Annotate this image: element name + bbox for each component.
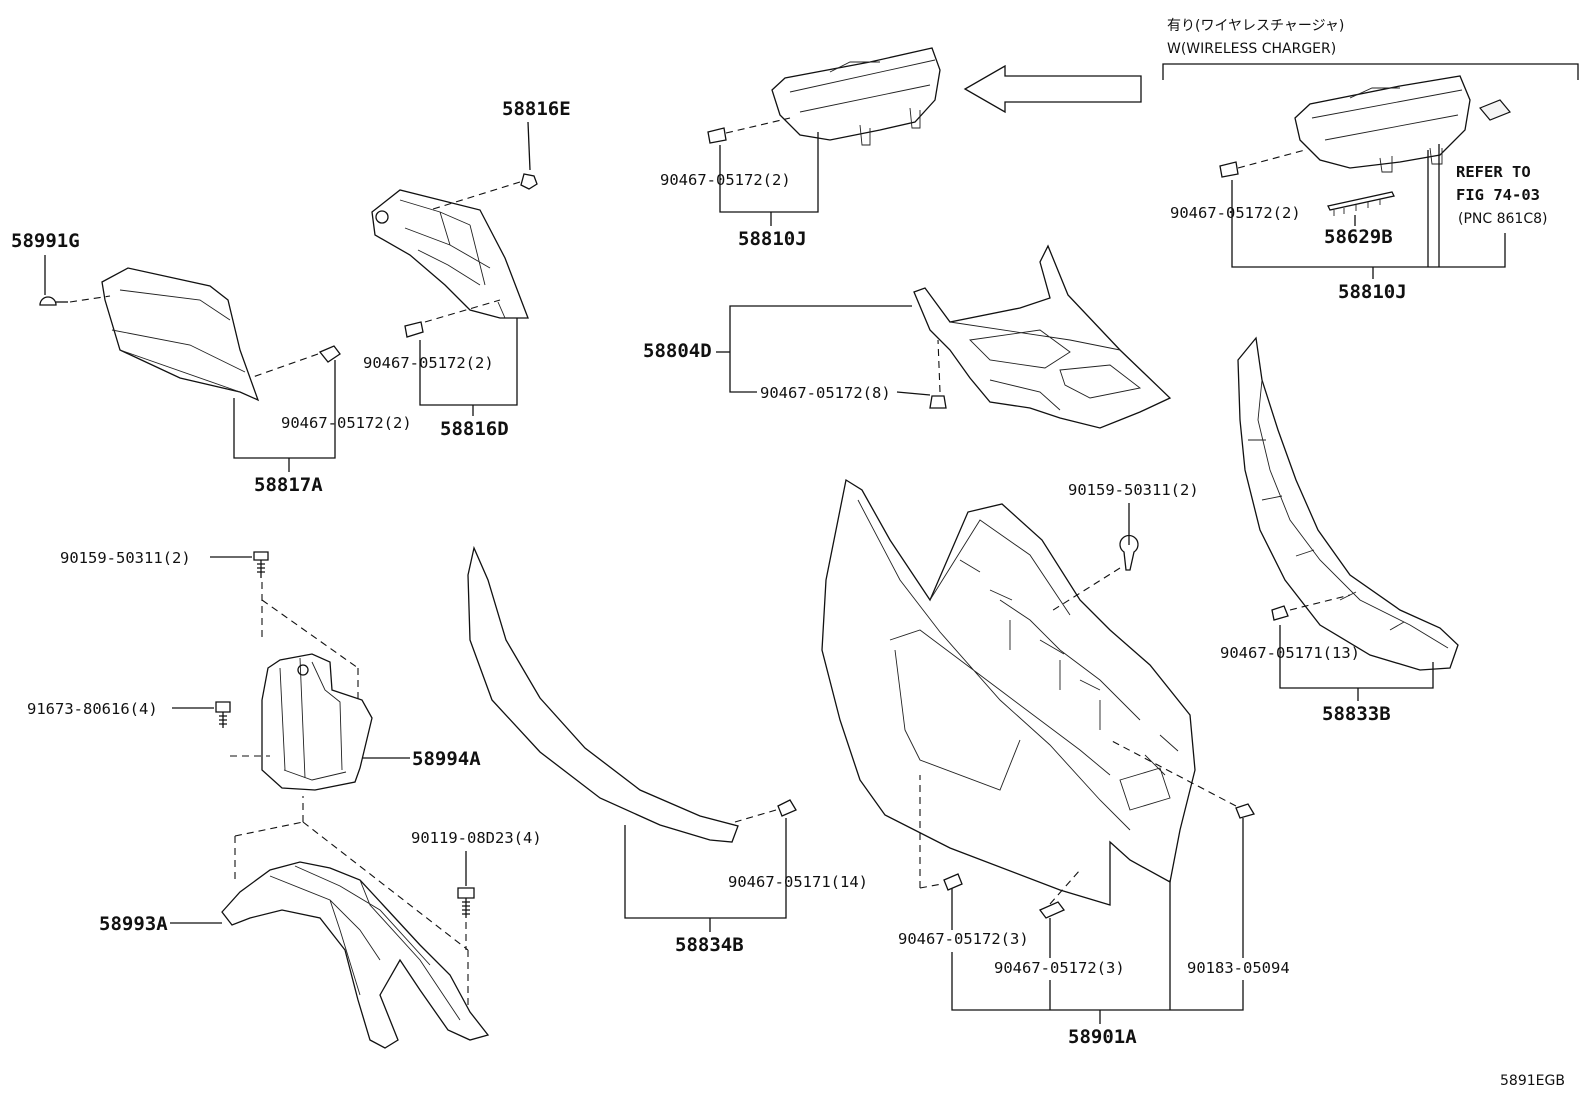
fastener-label-58833B: 90467-05171(13) [1220, 644, 1360, 662]
fastener-label-bolt-center: 90159-50311(2) [1068, 481, 1199, 499]
clip-58901A-b-icon [1038, 869, 1081, 919]
leader-58804D-top [729, 305, 912, 352]
label-58816E: 58816E [502, 98, 571, 120]
leader-58834B [624, 818, 787, 919]
leader-58817A [233, 360, 336, 459]
fastener-label-58810J-right: 90467-05172(2) [1170, 204, 1301, 222]
clip-58834B-icon [734, 799, 797, 823]
clip-58817A-icon [249, 345, 341, 379]
label-58833B: 58833B [1322, 703, 1391, 725]
part-58804D-drawing [913, 244, 1172, 429]
fastener-label-90119: 90119-08D23(4) [411, 829, 542, 847]
leader-58816D [419, 318, 518, 406]
part-58833B-drawing [1237, 336, 1459, 671]
fastener-label-58804D: 90467-05172(8) [760, 384, 891, 402]
clip-58816E-icon [429, 173, 538, 211]
bolt-left-icon [253, 551, 269, 578]
image-code-label: 5891EGB [1500, 1073, 1565, 1089]
part-58816D-drawing [371, 189, 529, 319]
wireless-charger-note: 有り(ワイヤレスチャージャ) W(WIRELESS CHARGER) [1162, 18, 1579, 80]
refer-line-2: FIG 74-03 [1456, 186, 1540, 204]
part-58810J-right-drawing [1294, 75, 1471, 173]
label-58901A: 58901A [1068, 1026, 1137, 1048]
label-58993A: 58993A [99, 913, 168, 935]
clip-58816D-icon [404, 299, 501, 338]
fastener-label-58901A-b: 90467-05172(3) [994, 959, 1125, 977]
fastener-label-91673: 91673-80616(4) [27, 700, 158, 718]
label-58816D: 58816D [440, 418, 509, 440]
fastener-label-58901A-a: 90467-05172(3) [898, 930, 1029, 948]
clip-58804D-icon [929, 339, 947, 409]
leader-58810J-left [719, 132, 819, 213]
fastener-label-90183: 90183-05094 [1187, 959, 1290, 977]
leader-58901A [951, 952, 1244, 1011]
part-58817A-drawing [101, 267, 260, 402]
part-58834B-drawing [467, 545, 739, 843]
part-58810J-left-drawing [771, 47, 941, 146]
clip-58833B-icon [1271, 594, 1351, 621]
clip-90183-icon [1109, 739, 1255, 819]
bolt-90119-icon [457, 887, 475, 918]
clip-58991G-icon [39, 295, 111, 306]
part-58629B-drawing [1327, 191, 1395, 216]
note-bracket [1162, 63, 1579, 80]
label-58629B: 58629B [1324, 226, 1393, 248]
label-58834B: 58834B [675, 934, 744, 956]
refer-line-1: REFER TO [1456, 163, 1531, 181]
jp-note-label: 有り(ワイヤレスチャージャ) [1167, 18, 1344, 34]
refer-line-3: (PNC 861C8) [1458, 211, 1547, 227]
clip-58810J-left-icon [707, 117, 791, 144]
label-58817A: 58817A [254, 474, 323, 496]
fastener-label-58816D: 90467-05172(2) [363, 354, 494, 372]
part-58993A-drawing [221, 861, 490, 1049]
label-58810J-right: 58810J [1338, 281, 1407, 303]
bolt-91673-icon [215, 701, 231, 728]
label-58991G: 58991G [11, 230, 80, 252]
bolt-center-icon [1049, 534, 1139, 613]
part-58994A-drawing [261, 653, 373, 791]
clip-58901A-a-icon [919, 775, 963, 891]
fastener-label-58810J-left: 90467-05172(2) [660, 171, 791, 189]
label-58994A: 58994A [412, 748, 481, 770]
wireless-pad-icon [1479, 99, 1511, 121]
arrow-left-icon [963, 64, 1142, 114]
en-note-label: W(WIRELESS CHARGER) [1167, 41, 1336, 57]
label-58804D: 58804D [643, 340, 712, 362]
clip-58810J-right-icon [1219, 149, 1306, 178]
leader-58804D-bottom [729, 352, 757, 393]
fastener-label-58834B: 90467-05171(14) [728, 873, 868, 891]
fastener-label-bolt-left: 90159-50311(2) [60, 549, 191, 567]
label-58810J-left: 58810J [738, 228, 807, 250]
leader-58810J-right [1231, 180, 1506, 268]
fastener-label-58817A: 90467-05172(2) [281, 414, 412, 432]
part-58901A-drawing [821, 478, 1196, 906]
leader-58833B [1279, 625, 1434, 689]
